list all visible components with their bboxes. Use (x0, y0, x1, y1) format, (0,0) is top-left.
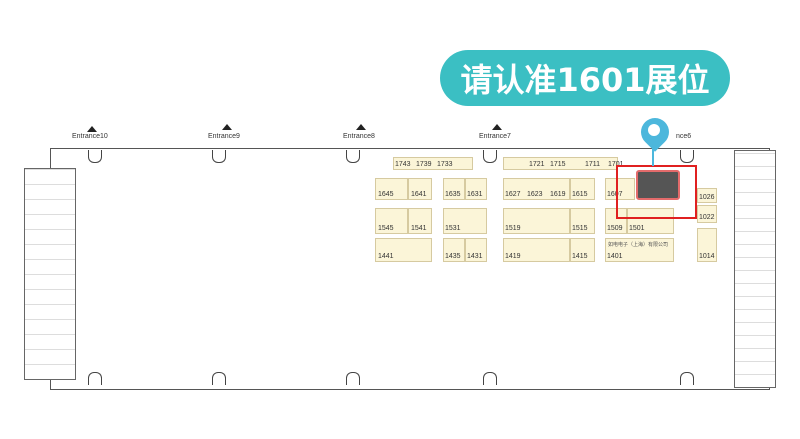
booth-1435[interactable]: 1435 (443, 238, 465, 262)
booth-1601-image[interactable] (636, 170, 680, 200)
booth-number: 1623 (527, 191, 543, 198)
booth-number: 1014 (699, 253, 715, 260)
door-icon (483, 372, 497, 385)
booth-1415[interactable]: 1415 (570, 238, 595, 262)
booth-number: 1026 (699, 194, 715, 201)
entrance-label: Entrance9 (208, 133, 240, 140)
booth-number[interactable]: 1721 (529, 161, 545, 168)
booth-number: 1515 (572, 225, 588, 232)
door-icon (212, 372, 226, 385)
door-icon (88, 372, 102, 385)
booth-number: 1631 (467, 191, 483, 198)
booth-strip (393, 157, 473, 170)
booth-number: 1501 (629, 225, 645, 232)
booth-number: 1441 (378, 253, 394, 260)
booth-number: 1607 (607, 191, 623, 198)
booth-1431[interactable]: 1431 (465, 238, 487, 262)
booth-number: 1022 (699, 214, 715, 221)
booth-1607[interactable]: 1607 (605, 178, 635, 200)
booth-1631[interactable]: 1631 (465, 178, 487, 200)
entrance-marker-icon (356, 124, 366, 130)
booth-number[interactable]: 1733 (437, 161, 453, 168)
door-icon (88, 150, 102, 163)
booth-1515[interactable]: 1515 (570, 208, 595, 234)
booth-1627-1619[interactable]: 1627 1623 1619 (503, 178, 570, 200)
booth-1026[interactable]: 1026 (697, 188, 717, 203)
booth-number: 1531 (445, 225, 461, 232)
booth-number: 1641 (411, 191, 427, 198)
booth-1022[interactable]: 1022 (697, 205, 717, 223)
booth-1531[interactable]: 1531 (443, 208, 487, 234)
booth-number: 1545 (378, 225, 394, 232)
door-icon (680, 372, 694, 385)
door-icon (346, 372, 360, 385)
booth-number: 1645 (378, 191, 394, 198)
booth-number: 1401 (607, 253, 623, 260)
booth-1545[interactable]: 1545 (375, 208, 408, 234)
booth-number: 1435 (445, 253, 461, 260)
left-service-area (24, 168, 76, 380)
booth-number[interactable]: 1711 (585, 161, 601, 168)
booth-1645[interactable]: 1645 (375, 178, 408, 200)
booth-1441[interactable]: 1441 (375, 238, 432, 262)
booth-1501[interactable]: 1501 (627, 208, 674, 234)
door-icon (483, 150, 497, 163)
booth-1541[interactable]: 1541 (408, 208, 432, 234)
booth-number: 1509 (607, 225, 623, 232)
entrance-label: Entrance8 (343, 133, 375, 140)
entrance-marker-icon (222, 124, 232, 130)
entrance-label: Entrance7 (479, 133, 511, 140)
booth-1641[interactable]: 1641 (408, 178, 432, 200)
booth-number: 1615 (572, 191, 588, 198)
booth-number[interactable]: 1739 (416, 161, 432, 168)
booth-1401[interactable]: 如电电子（上海）有限公司 1401 (605, 238, 674, 262)
booth-number[interactable]: 1715 (550, 161, 566, 168)
entrance-label: Entrance10 (72, 133, 108, 140)
right-service-area (734, 150, 776, 388)
booth-number: 1431 (467, 253, 483, 260)
booth-number: 1519 (505, 225, 521, 232)
door-icon (680, 150, 694, 163)
booth-number: 1627 (505, 191, 521, 198)
booth-banner: 请认准1601展位 (440, 50, 730, 106)
company-label: 如电电子（上海）有限公司 (608, 242, 669, 248)
booth-number: 1541 (411, 225, 427, 232)
booth-strip (503, 157, 618, 170)
booth-number[interactable]: 1743 (395, 161, 411, 168)
door-icon (346, 150, 360, 163)
booth-number: 1619 (550, 191, 566, 198)
booth-1014[interactable]: 1014 (697, 228, 717, 262)
location-pin-dot (648, 124, 660, 136)
booth-1635[interactable]: 1635 (443, 178, 465, 200)
booth-number[interactable]: 1701 (608, 161, 624, 168)
booth-number: 1415 (572, 253, 588, 260)
booth-1419[interactable]: 1419 (503, 238, 570, 262)
entrance-marker-icon (87, 126, 97, 132)
booth-1615[interactable]: 1615 (570, 178, 595, 200)
booth-1519[interactable]: 1519 (503, 208, 570, 234)
door-icon (212, 150, 226, 163)
entrance-marker-icon (492, 124, 502, 130)
booth-number: 1419 (505, 253, 521, 260)
booth-number: 1635 (445, 191, 461, 198)
booth-1601-highlight (616, 165, 697, 219)
location-pin-tip (652, 146, 654, 166)
entrance-label: nce6 (676, 133, 692, 140)
